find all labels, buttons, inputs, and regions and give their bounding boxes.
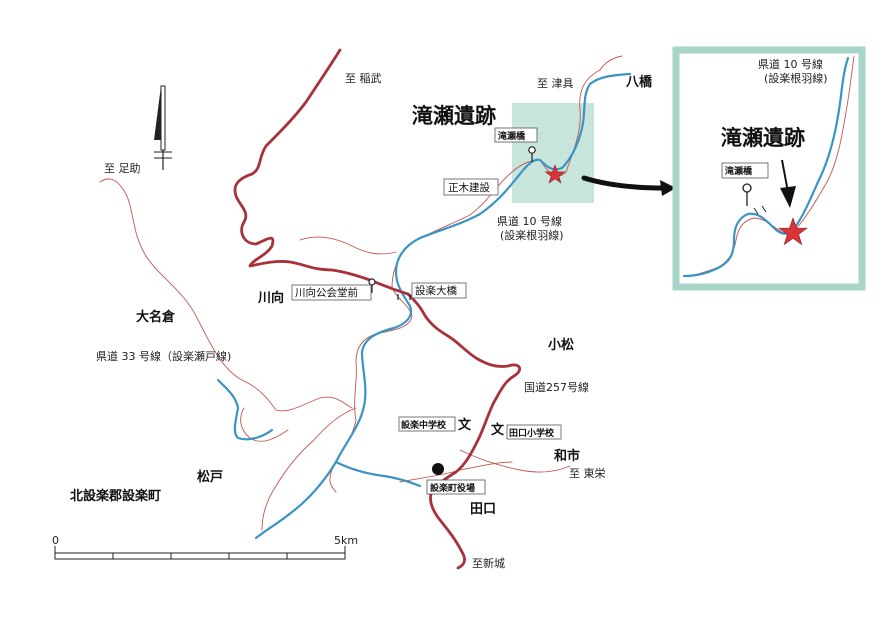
label-masaki: 正木建設 xyxy=(448,181,490,194)
scale-max-label: 5km xyxy=(334,534,358,547)
pref-road-route10-b xyxy=(599,55,623,71)
site-highlight-area xyxy=(512,103,594,203)
bus-stop-icon xyxy=(528,146,536,162)
label-to-asuke: 至 足助 xyxy=(104,161,141,175)
label-yatsuhashi: 八橋 xyxy=(625,74,653,90)
pref-road-west-loop xyxy=(240,407,289,442)
label-matsudo: 松戸 xyxy=(197,469,223,485)
label-to-tsugu: 至 津具 xyxy=(537,77,574,90)
road-to-inabu xyxy=(233,48,410,296)
label-jhs: 設楽中学校 xyxy=(401,419,447,431)
label-to-shinshiro: 至新城 xyxy=(472,556,505,570)
inset-river xyxy=(682,56,850,278)
inset-panel: 県道 10 号線 (設楽根羽線) 滝瀬遺跡 滝瀬橋 xyxy=(672,46,866,291)
label-town-office: 設楽町役場 xyxy=(430,482,475,494)
label-onagura: 大名倉 xyxy=(136,309,176,325)
inset-bus-stop-icon xyxy=(742,183,752,193)
inset-route-2: (設楽根羽線) xyxy=(764,71,828,85)
school-icon: 文 xyxy=(458,417,472,433)
school-icon-2: 文 xyxy=(491,422,505,438)
inset-bridge-label: 滝瀬橋 xyxy=(725,165,753,177)
callout-arrowhead-icon xyxy=(660,180,676,196)
label-waichi: 和市 xyxy=(554,448,580,464)
label-takise-bridge: 滝瀬橋 xyxy=(498,130,526,142)
inset-arrow-icon xyxy=(780,186,796,208)
river-tributary-west xyxy=(216,378,274,441)
river-main xyxy=(254,72,632,540)
bus-stop-kawamuko-icon xyxy=(368,278,376,293)
town-office-dot-icon xyxy=(432,463,444,475)
label-shitara-bridge: 設楽大橋 xyxy=(415,284,457,297)
label-takise-site: 滝瀬遺跡 xyxy=(412,104,496,128)
inset-star-icon xyxy=(778,217,808,246)
road-257-main xyxy=(406,292,522,570)
callout-arrow xyxy=(581,175,667,191)
label-to-toei: 至 東栄 xyxy=(569,466,606,480)
scale-bar: 0 5km xyxy=(52,534,358,560)
bridge-mark-shitara xyxy=(397,294,411,300)
pref-road-toei xyxy=(459,449,571,473)
label-route257: 国道257号線 xyxy=(524,380,589,394)
pref-road-asuke xyxy=(99,178,353,412)
pref-road-kawamuko xyxy=(299,236,397,255)
national-roads xyxy=(233,48,522,570)
scale-zero-label: 0 xyxy=(52,534,59,547)
label-kawamuko: 川向 xyxy=(257,290,284,306)
label-route33: 県道 33 号線（設楽瀬戸線) xyxy=(96,349,231,363)
label-taguchi-es: 田口小学校 xyxy=(509,427,555,439)
label-to-inabu: 至 稲武 xyxy=(345,72,382,85)
river-tributary-south xyxy=(334,460,422,488)
star-icon xyxy=(544,164,566,184)
label-komatsu: 小松 xyxy=(548,337,574,353)
inset-route-1: 県道 10 号線 xyxy=(758,57,823,71)
label-taguchi: 田口 xyxy=(470,502,496,517)
label-route10-2: (設楽根羽線) xyxy=(500,228,564,242)
label-kawamuko-hall: 川向公会堂前 xyxy=(295,286,358,299)
inset-title: 滝瀬遺跡 xyxy=(721,126,805,150)
label-route10-1: 県道 10 号線 xyxy=(497,214,562,228)
north-arrow-icon xyxy=(154,85,172,170)
rivers xyxy=(216,72,632,540)
label-district: 北設楽郡設楽町 xyxy=(70,488,161,504)
pref-road-route33 xyxy=(261,407,357,531)
